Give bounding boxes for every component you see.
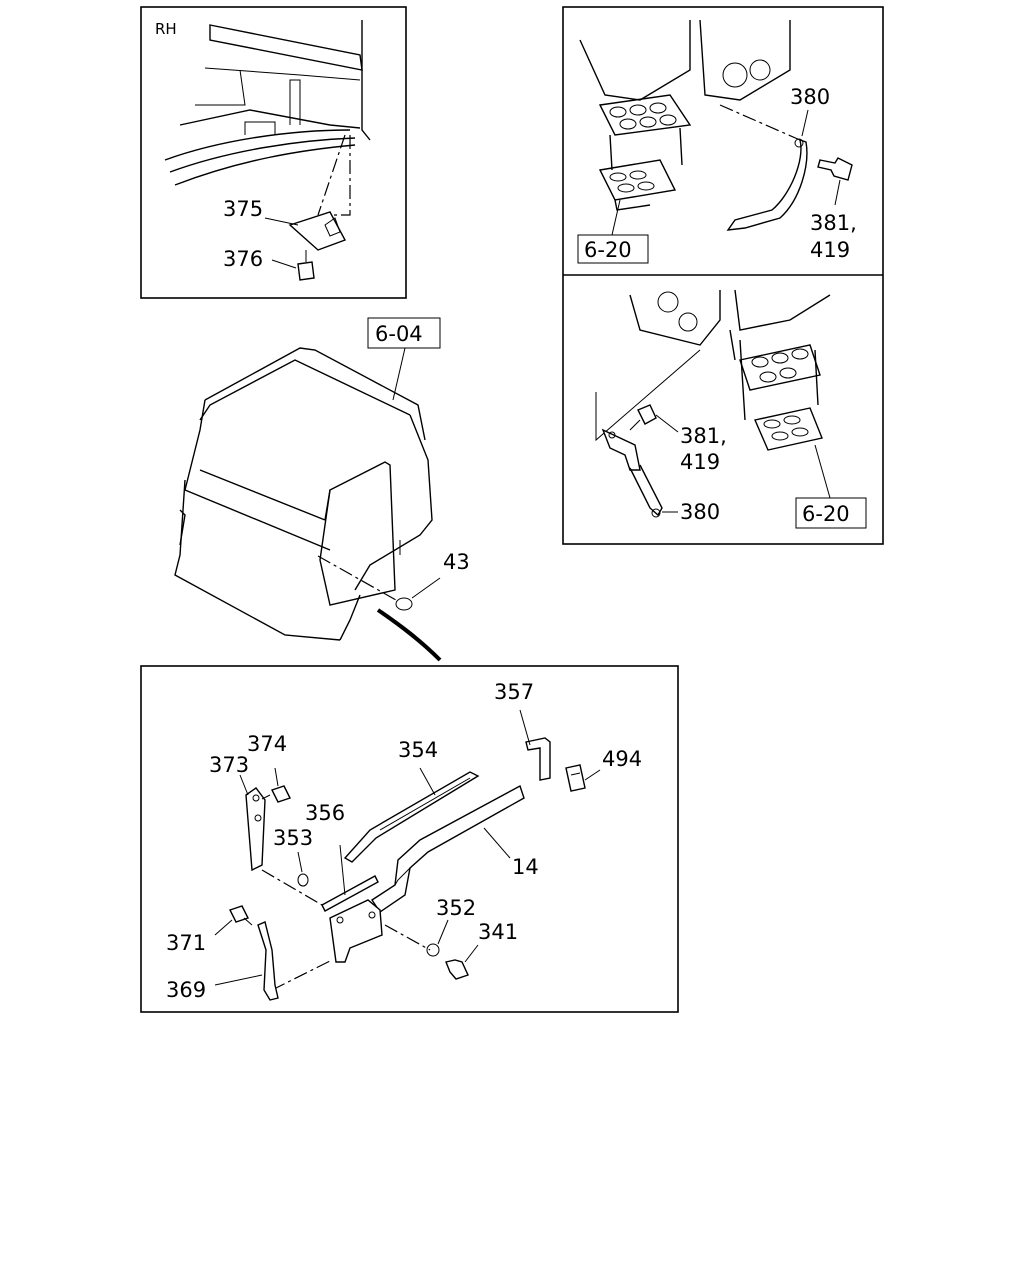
callout-419-upper: 419 <box>810 238 850 262</box>
panel-mudguard-stay: 357 494 354 14 356 373 374 <box>140 665 679 1013</box>
callout-357: 357 <box>494 680 534 704</box>
callout-353: 353 <box>273 826 313 850</box>
callout-356: 356 <box>305 801 345 825</box>
callout-381-lower: 381, <box>680 424 727 448</box>
step-bracket-upper: 380 381, 419 6-20 <box>577 19 857 264</box>
callout-376: 376 <box>223 247 263 271</box>
callout-380-lower: 380 <box>680 500 720 524</box>
panel-rh-detail: RH 375 376 <box>140 6 407 299</box>
callout-373: 373 <box>209 753 249 777</box>
callout-43: 43 <box>443 550 470 574</box>
panel-step-brackets: 380 381, 419 6-20 <box>562 6 884 545</box>
ref-6-20-upper[interactable]: 6-20 <box>584 238 632 262</box>
ref-6-20-lower[interactable]: 6-20 <box>802 502 850 526</box>
callout-381-upper: 381, <box>810 211 857 235</box>
callout-371: 371 <box>166 931 206 955</box>
callout-369: 369 <box>166 978 206 1002</box>
cab-outline: 6-04 43 <box>174 317 470 662</box>
callout-374: 374 <box>247 732 287 756</box>
callout-352: 352 <box>436 896 476 920</box>
callout-375: 375 <box>223 197 263 221</box>
callout-380-upper: 380 <box>790 85 830 109</box>
rh-label: RH <box>155 20 177 38</box>
callout-354: 354 <box>398 738 438 762</box>
callout-419-lower: 419 <box>680 450 720 474</box>
ref-6-04[interactable]: 6-04 <box>375 322 423 346</box>
callout-494: 494 <box>602 747 642 771</box>
callout-14: 14 <box>512 855 539 879</box>
callout-341: 341 <box>478 920 518 944</box>
step-bracket-lower: 380 381, 419 6-20 <box>595 289 867 529</box>
